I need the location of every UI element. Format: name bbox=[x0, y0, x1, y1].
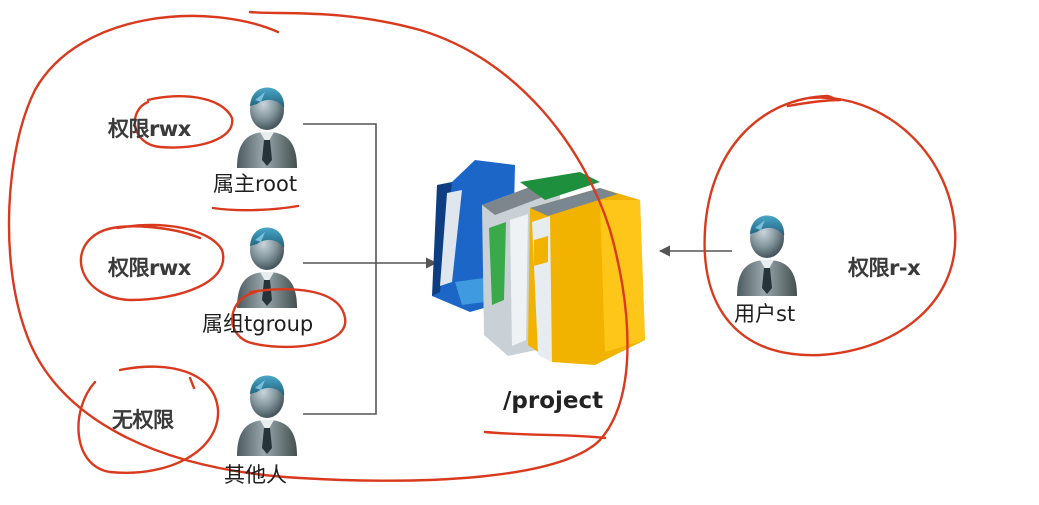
others-user-icon bbox=[237, 375, 297, 456]
others-name-label: 其他人 bbox=[224, 463, 287, 487]
external-user-permission-label: 权限r-x bbox=[848, 256, 921, 280]
group-permission-label: 权限rwx bbox=[108, 256, 191, 280]
group-name-label: 属组tgroup bbox=[202, 312, 314, 336]
connector-lines bbox=[303, 123, 732, 415]
owner-user-icon bbox=[237, 87, 297, 168]
project-folder-icon bbox=[432, 160, 645, 365]
external-user-icon bbox=[737, 215, 797, 296]
owner-name-label: 属主root bbox=[213, 172, 298, 196]
others-permission-label: 无权限 bbox=[112, 408, 174, 432]
red-annotations bbox=[7, 10, 957, 482]
project-label: /project bbox=[503, 388, 604, 414]
owner-permission-label: 权限rwx bbox=[108, 117, 191, 141]
external-user-name-label: 用户st bbox=[734, 302, 796, 326]
